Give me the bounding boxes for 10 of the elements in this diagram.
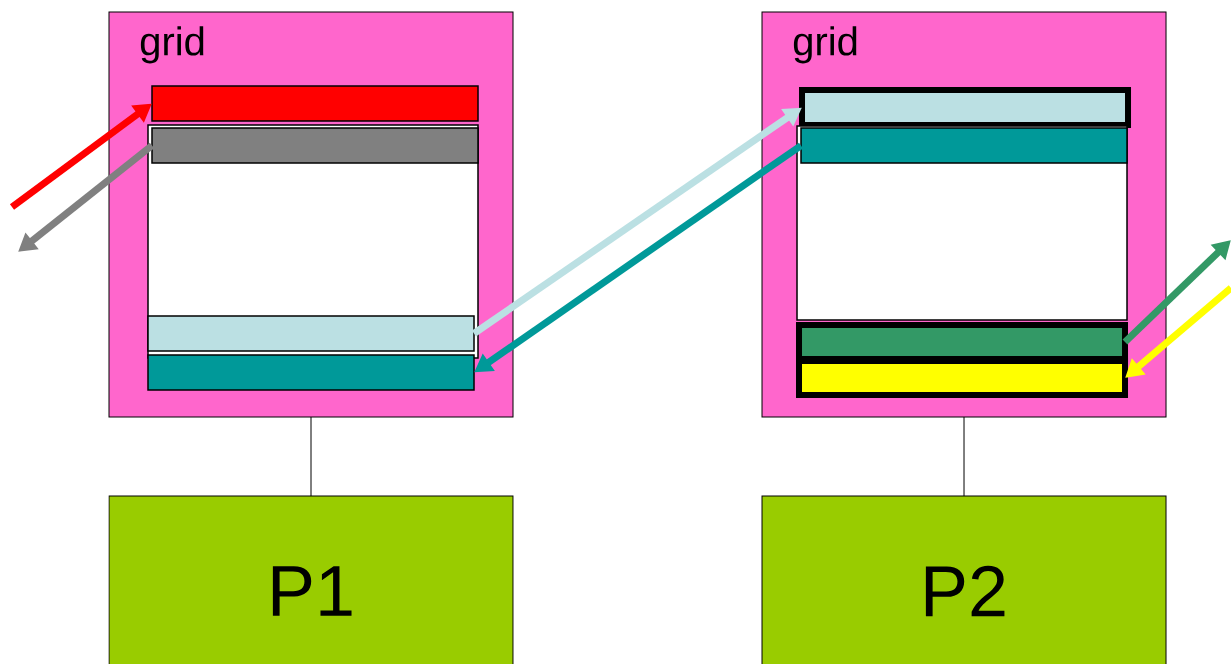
bar [800,127,1128,164]
bar [147,354,475,391]
bar [151,85,479,122]
connector-line [310,416,312,497]
process-box: P1 [108,495,514,664]
connector-line [963,416,965,497]
bar [799,87,1131,128]
bar [147,315,475,352]
bar [151,127,479,164]
process-box: P2 [761,495,1167,664]
